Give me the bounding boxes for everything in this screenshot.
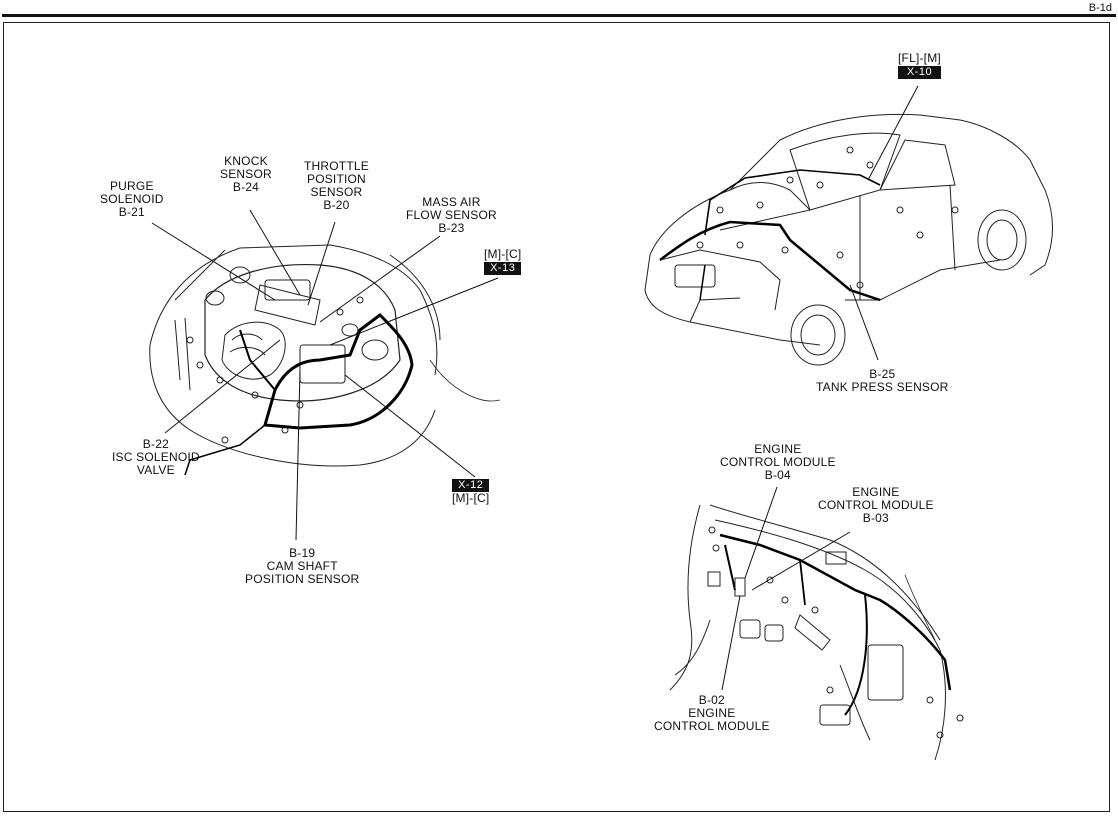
connector-tag-x12: X-12 <box>452 479 490 492</box>
label-x12: X-12 [M]-[C] <box>452 479 490 505</box>
engine-bay-illustration <box>149 244 501 476</box>
label-mass-air-flow-sensor: MASS AIR FLOW SENSOR B-23 <box>406 195 497 235</box>
label-ecm-b02: B-02 ENGINE CONTROL MODULE <box>654 693 770 733</box>
dash-leader-lines <box>721 486 851 691</box>
car-body-illustration <box>644 113 1053 366</box>
label-cam-shaft-position-sensor: B-19 CAM SHAFT POSITION SENSOR <box>245 546 360 586</box>
label-ecm-b03: ENGINE CONTROL MODULE B-03 <box>818 485 934 525</box>
label-purge-solenoid: PURGE SOLENOID B-21 <box>100 179 164 219</box>
top-rule <box>2 14 1116 17</box>
label-x10: [FL]-[M] X-10 <box>898 51 941 79</box>
car-leader-lines <box>849 85 919 361</box>
connector-tag-x13: X-13 <box>484 262 522 275</box>
dash-harness <box>719 533 952 716</box>
label-throttle-position-sensor: THROTTLE POSITION SENSOR B-20 <box>304 159 369 212</box>
label-ecm-b04: ENGINE CONTROL MODULE B-04 <box>720 442 836 482</box>
diagram-frame <box>3 22 1110 812</box>
dash-connectors <box>707 526 964 739</box>
connector-tag-x10: X-10 <box>898 66 941 79</box>
dashboard-illustration <box>669 504 946 761</box>
car-connectors <box>696 146 959 289</box>
label-tank-press-sensor: B-25 TANK PRESS SENSOR <box>816 367 949 394</box>
label-isc-solenoid-valve: B-22 ISC SOLENOID VALVE <box>112 437 200 477</box>
label-x13: [M]-[C] X-13 <box>484 247 522 275</box>
page-code: B-1d <box>1088 2 1112 14</box>
car-harness <box>659 169 881 302</box>
engine-leader-lines <box>151 209 499 541</box>
label-knock-sensor: KNOCK SENSOR B-24 <box>220 154 272 194</box>
